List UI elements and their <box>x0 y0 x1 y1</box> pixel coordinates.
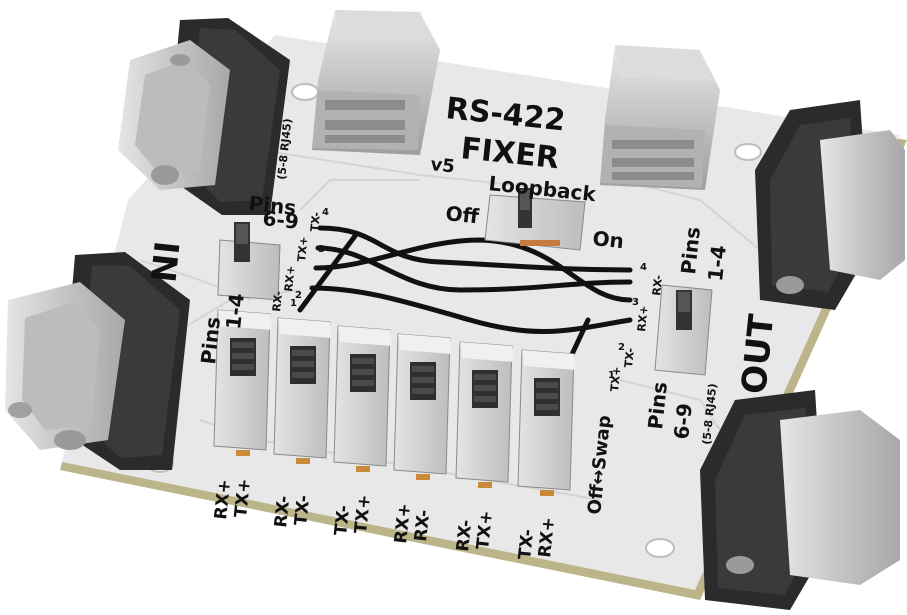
left-rj45-note: (5-8 RJ45) <box>275 118 294 181</box>
right-pin-label-1: RX+ <box>635 305 651 332</box>
dip-switch-label-5-1: RX- <box>453 519 476 553</box>
out-label: OUT <box>734 312 782 396</box>
dip-switch-5[interactable] <box>455 341 514 488</box>
left-pins-label: Pins <box>247 191 297 220</box>
db9-connector-out-top[interactable] <box>755 100 905 310</box>
right-pin-number-0: 4 <box>640 262 647 273</box>
right-pin-label-0: RX- <box>650 274 665 296</box>
dip-switch-label-4-1: RX+ <box>391 502 415 544</box>
left-pin-number-0: 4 <box>322 207 329 218</box>
db9-connector-out-bottom[interactable] <box>700 390 900 610</box>
right-pin-number-3: 1 <box>608 370 615 381</box>
loopback-off-label: Off <box>444 201 480 228</box>
left-pin-label-3: RX- <box>270 290 285 312</box>
dip-switch-labels: RX+TX+RX-TX-TX-TX+RX+RX-RX-TX+TX-RX+ <box>211 478 559 561</box>
left-pins-label-2: Pins <box>196 316 225 366</box>
dip-switch-1[interactable] <box>213 309 272 456</box>
right-pins-range: 6-9 <box>669 402 697 440</box>
left-pin-label-0: TX- <box>308 211 323 232</box>
dip-switch-label-2-2: TX- <box>291 494 314 526</box>
loopback-switch[interactable] <box>484 188 586 251</box>
right-pin-label-2: TX- <box>622 347 637 368</box>
crossover-traces <box>297 225 633 383</box>
dip-switch-label-1-2: TX+ <box>231 478 255 519</box>
dip-switch-2[interactable] <box>273 317 332 464</box>
db9-connector-in-top[interactable] <box>118 18 290 215</box>
dip-switch-4[interactable] <box>393 333 452 480</box>
right-pin-selector-switch[interactable] <box>654 284 713 376</box>
dip-switch-label-4-2: RX- <box>411 509 434 543</box>
right-rj45-note: (5-8 RJ45) <box>700 383 719 446</box>
left-pins-1-4: 1-4 <box>221 292 249 330</box>
right-pins-label-2: Pins <box>643 381 672 431</box>
left-pin-number-1: 3 <box>318 244 325 255</box>
dip-switch-label-6-2: RX+ <box>535 516 559 558</box>
right-pin-label-3: TX+ <box>608 366 624 392</box>
in-label: IN <box>142 239 186 284</box>
loopback-on-label: On <box>591 226 625 253</box>
dip-switch-array <box>213 309 576 496</box>
left-pin-label-1: TX+ <box>295 236 311 262</box>
dip-switch-label-2-1: RX- <box>271 495 294 529</box>
right-pin-number-2: 2 <box>618 342 625 353</box>
left-pin-label-2: RX+ <box>282 265 298 292</box>
rj45-jack-out[interactable] <box>600 45 720 190</box>
board-version: v5 <box>429 154 455 177</box>
dip-switch-3[interactable] <box>333 325 392 472</box>
left-pin-number-2: 2 <box>295 290 302 301</box>
dip-switch-label-3-2: TX+ <box>351 494 375 535</box>
left-pin-number-3: 1 <box>290 298 297 309</box>
dip-switch-label-3-1: TX- <box>331 504 354 536</box>
left-pin-selector-switch[interactable] <box>217 222 281 301</box>
right-pin-number-1: 3 <box>632 297 639 308</box>
dip-switch-label-5-2: TX+ <box>473 510 497 551</box>
dip-switch-label-6-1: TX- <box>515 528 538 560</box>
right-pins-1-4: 1-4 <box>703 244 731 282</box>
right-pins-label: Pins <box>676 226 705 276</box>
rj45-jack-in[interactable] <box>312 10 440 155</box>
left-pins-range: 6-9 <box>261 206 299 234</box>
dip-switch-label-1-1: RX+ <box>211 478 235 520</box>
db9-connector-in-bottom[interactable] <box>5 252 190 470</box>
dip-switch-6[interactable] <box>517 349 576 496</box>
